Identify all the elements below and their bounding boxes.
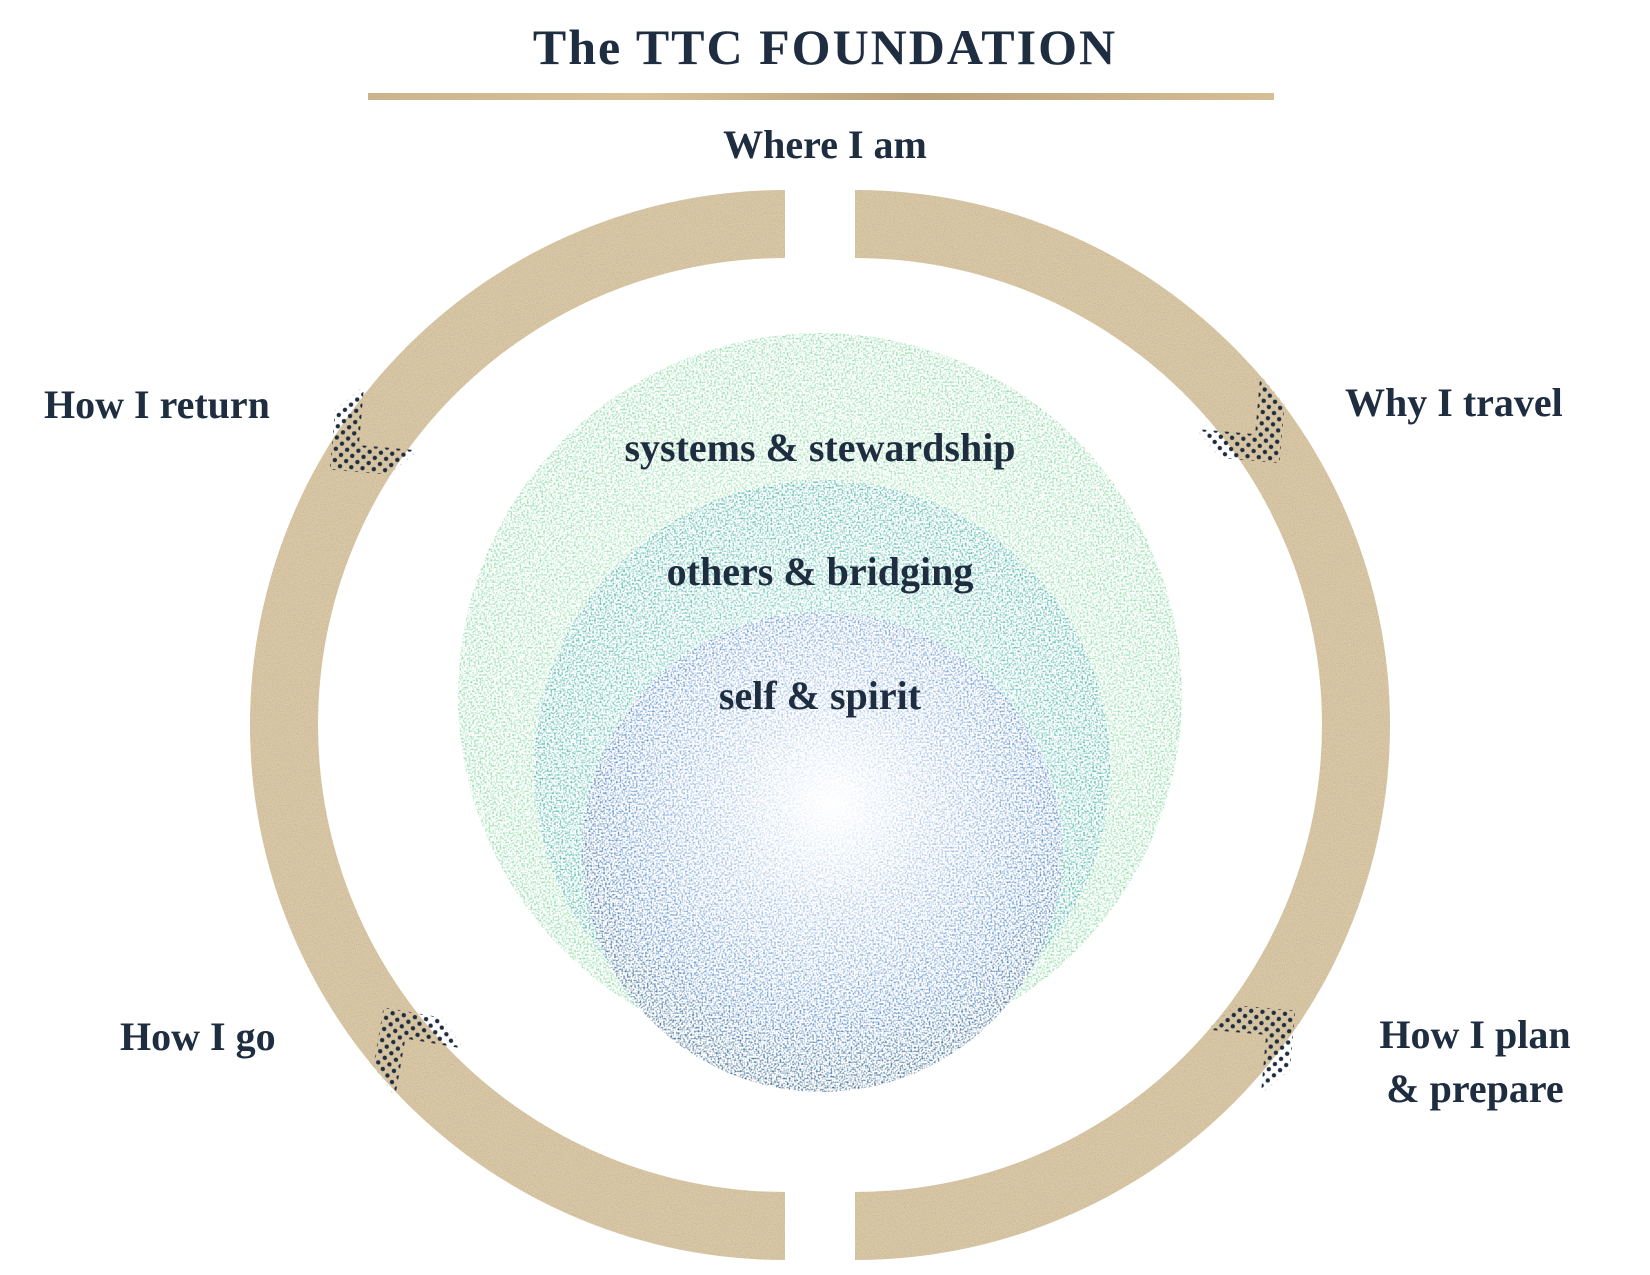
ring-label-middle: others & bridging: [666, 549, 974, 594]
chevron-arrow-icon: [373, 1007, 464, 1097]
page-title: The TTC FOUNDATION: [532, 19, 1118, 75]
stage-label-line: How I plan: [1379, 1012, 1571, 1057]
stage-label-how-i-plan: How I plan & prepare: [1355, 1008, 1595, 1116]
ring-label-inner: self & spirit: [718, 673, 922, 718]
title-underline: [368, 93, 1274, 100]
inner-ring-self: [582, 612, 1062, 1092]
chevron-arrow-icon: [1206, 1005, 1296, 1095]
chevron-arrow-icon: [329, 385, 419, 475]
stage-label-how-i-return: How I return: [44, 382, 270, 427]
stage-label-why-i-travel: Why I travel: [1345, 380, 1563, 425]
ring-label-outer: systems & stewardship: [624, 425, 1016, 470]
chevron-arrow-icon: [1195, 374, 1285, 464]
stage-label-how-i-go: How I go: [120, 1014, 276, 1059]
stage-label-line: & prepare: [1386, 1066, 1564, 1111]
stage-label-where-i-am: Where I am: [723, 122, 927, 167]
